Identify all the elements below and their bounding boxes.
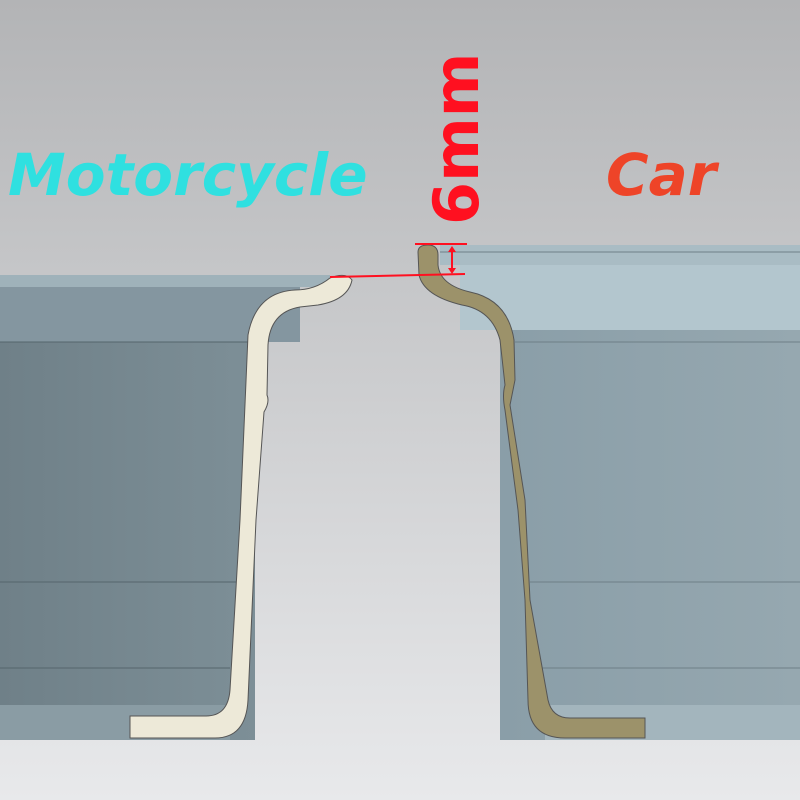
car-label: Car <box>606 141 720 209</box>
dimension-annotation <box>329 243 467 278</box>
motorcycle-rim-profile <box>129 274 353 739</box>
dimension-label: 6mm <box>420 53 493 225</box>
motorcycle-label: Motorcycle <box>8 141 368 209</box>
motorcycle-rim-body <box>0 275 330 740</box>
car-rim-profile <box>417 244 646 739</box>
